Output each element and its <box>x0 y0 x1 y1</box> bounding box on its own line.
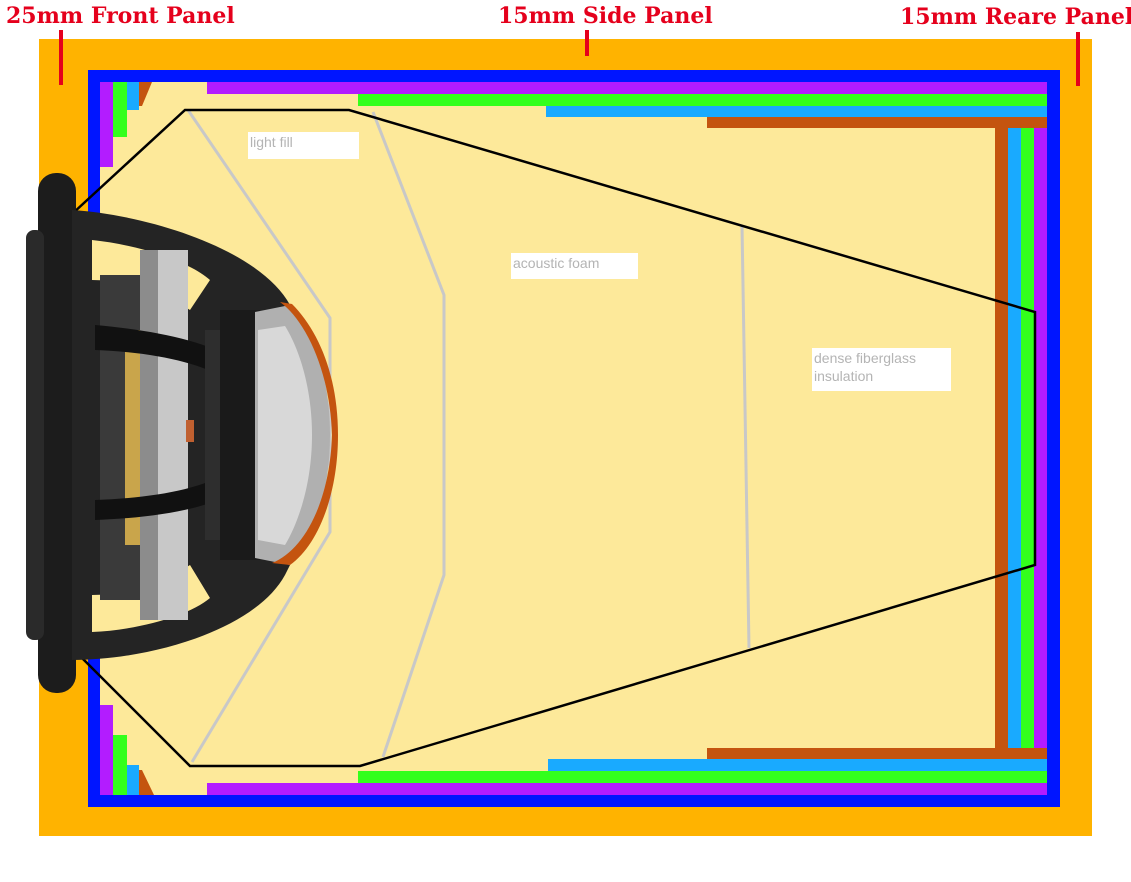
acoustic-foam-text: acoustic foam <box>513 255 600 271</box>
lining-front-top <box>88 82 152 222</box>
acoustic-foam-label: acoustic foam <box>511 253 638 279</box>
dense-fiberglass-label: dense fiberglass insulation <box>812 348 951 391</box>
front-panel-label: 25mm Front Panel <box>6 3 235 29</box>
lining-top <box>88 70 1060 128</box>
lining-bottom <box>88 748 1060 807</box>
lining-rear <box>995 70 1060 807</box>
front-panel-marker <box>59 30 63 85</box>
subwoofer-driver-icon <box>26 173 338 693</box>
light-fill-label: light fill <box>248 132 359 159</box>
light-fill-text: light fill <box>250 134 293 150</box>
side-panel-label: 15mm Side Panel <box>498 3 713 29</box>
dense-fiberglass-line1: dense fiberglass <box>814 350 916 366</box>
zone-dividers <box>186 109 751 763</box>
dense-fiberglass-line2: insulation <box>814 368 874 384</box>
rear-panel-label: 15mm Reare Panel <box>900 4 1131 30</box>
fill-zone-outline <box>70 108 1037 768</box>
rear-panel-marker <box>1076 32 1080 86</box>
lining-front-bottom <box>88 655 154 795</box>
side-panel-marker <box>585 30 589 56</box>
